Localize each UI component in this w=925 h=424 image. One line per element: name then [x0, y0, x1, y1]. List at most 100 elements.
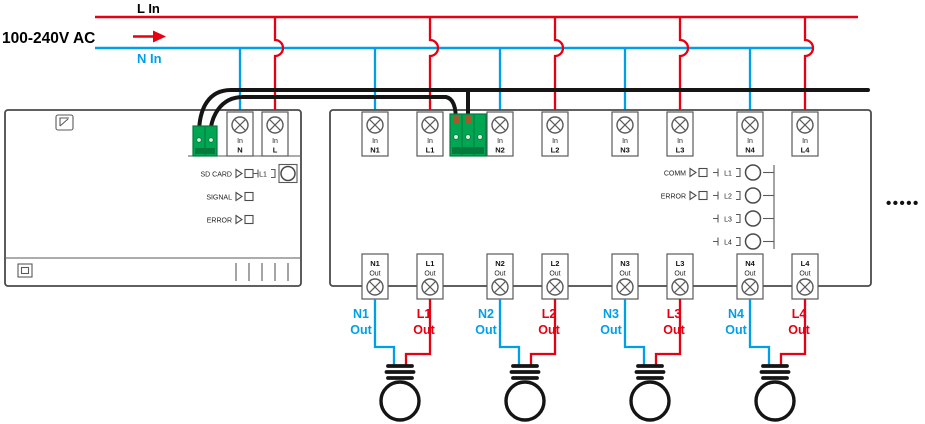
- dimmer-device: In N1 In L1 In N2 In L2 In N3: [329, 109, 872, 300]
- bus-wire-lower: [208, 95, 458, 140]
- svg-text:N3: N3: [620, 146, 630, 155]
- svg-text:N1: N1: [370, 259, 380, 268]
- program-button[interactable]: [280, 165, 296, 182]
- channel-2-button[interactable]: [744, 187, 762, 204]
- svg-text:SD CARD: SD CARD: [200, 171, 232, 178]
- svg-text:N: N: [237, 146, 242, 155]
- screw-icon: [671, 278, 689, 296]
- tick-icon: [713, 168, 719, 177]
- load-channel-2: N2 Out L2 Out: [475, 299, 561, 422]
- terminal-out-l3: L3 Out: [666, 253, 694, 300]
- screw-icon: [546, 116, 564, 134]
- terminal-in-l2: In L2: [541, 111, 569, 157]
- svg-text:In: In: [497, 138, 503, 145]
- bracket-icon: [271, 168, 276, 179]
- l1-out-wire: [404, 299, 432, 366]
- terminal-in-l4: In L4: [791, 111, 819, 157]
- svg-text:L: L: [273, 146, 278, 155]
- bracket-icon: [736, 167, 741, 178]
- indicator-error: ERROR: [207, 214, 254, 225]
- error-led-icon: [235, 214, 254, 225]
- brand-logo-icon: [55, 114, 74, 131]
- svg-text:N1: N1: [353, 307, 369, 321]
- screw-icon: [366, 116, 384, 134]
- svg-text:L3: L3: [676, 259, 685, 268]
- svg-text:N3: N3: [620, 259, 630, 268]
- svg-text:Out: Out: [799, 271, 810, 278]
- svg-text:In: In: [802, 138, 808, 145]
- screw-icon: [671, 116, 689, 134]
- screw-icon: [546, 278, 564, 296]
- light-bulb-icon: [379, 364, 421, 422]
- svg-text:In: In: [272, 138, 278, 145]
- l-in-label: L In: [137, 1, 160, 16]
- indicator-sd-card: SD CARD L1: [200, 163, 298, 184]
- signal-led-icon: [235, 191, 254, 202]
- comm-led-icon: [689, 167, 708, 178]
- svg-text:L4: L4: [801, 146, 811, 155]
- n4-out-wire: [748, 299, 771, 366]
- error-led-icon: [689, 190, 708, 201]
- channel-1-button[interactable]: [744, 164, 762, 181]
- screw-icon: [741, 116, 759, 134]
- screw-icon: [421, 278, 439, 296]
- svg-text:N1: N1: [370, 146, 380, 155]
- load-channel-3: N3 Out L3 Out: [600, 299, 686, 422]
- terminal-out-n1: N1 Out: [361, 253, 389, 300]
- svg-text:N4: N4: [728, 307, 744, 321]
- load-channel-4: N4 Out L4 Out: [725, 299, 811, 422]
- svg-text:N2: N2: [495, 146, 505, 155]
- neutral-drop-wires: [238, 48, 752, 113]
- power-flow-arrow-icon: [133, 30, 166, 43]
- screw-icon: [421, 116, 439, 134]
- channel-4-button[interactable]: [744, 233, 762, 250]
- svg-text:Out: Out: [424, 271, 435, 278]
- svg-text:N4: N4: [745, 259, 755, 268]
- svg-text:L1: L1: [259, 171, 267, 178]
- l4-out-wire: [779, 299, 807, 366]
- svg-text:ERROR: ERROR: [207, 217, 232, 224]
- line-drop-wires: [273, 17, 815, 113]
- channel-button-l1: L1: [713, 164, 774, 181]
- terminal-in-n3: In N3: [611, 111, 639, 157]
- svg-text:In: In: [372, 138, 378, 145]
- screw-icon: [231, 116, 249, 134]
- svg-text:N2: N2: [478, 307, 494, 321]
- svg-text:L2: L2: [551, 259, 560, 268]
- svg-text:L4: L4: [724, 239, 732, 246]
- svg-text:L3: L3: [676, 146, 685, 155]
- svg-text:In: In: [237, 138, 243, 145]
- svg-text:Out: Out: [663, 323, 685, 337]
- bracket-icon: [736, 236, 741, 247]
- terminal-in-l1: In L1: [416, 111, 444, 157]
- screw-icon: [491, 278, 509, 296]
- tick-icon: [713, 191, 719, 200]
- channel-button-l2: L2: [713, 187, 774, 204]
- channel-3-button[interactable]: [744, 210, 762, 227]
- svg-text:SIGNAL: SIGNAL: [206, 194, 232, 201]
- voltage-label: 100-240V AC: [2, 30, 95, 47]
- sd-card-led-icon: [235, 168, 254, 179]
- svg-text:L1: L1: [724, 170, 732, 177]
- dimmer-power-terminal: [449, 113, 487, 157]
- svg-text:Out: Out: [600, 323, 622, 337]
- load-channel-1: N1 Out L1 Out: [350, 299, 436, 422]
- terminal-out-l4: L4 Out: [791, 253, 819, 300]
- svg-text:In: In: [677, 138, 683, 145]
- n-in-label: N In: [137, 51, 162, 66]
- svg-text:Out: Out: [674, 271, 685, 278]
- terminal-out-n2: N2 Out: [486, 253, 514, 300]
- channel-button-l4: L4: [713, 233, 774, 250]
- power-feed: L In 100-240V AC N In: [2, 1, 858, 66]
- svg-text:L1: L1: [417, 307, 432, 321]
- light-bulb-icon: [504, 364, 546, 422]
- l3-out-wire: [654, 299, 682, 366]
- channel-button-l3: L3: [713, 210, 774, 227]
- program-button-frame: [278, 163, 298, 184]
- screw-icon: [796, 116, 814, 134]
- svg-text:Out: Out: [369, 271, 380, 278]
- tick-icon: [713, 237, 719, 246]
- svg-text:L3: L3: [667, 307, 682, 321]
